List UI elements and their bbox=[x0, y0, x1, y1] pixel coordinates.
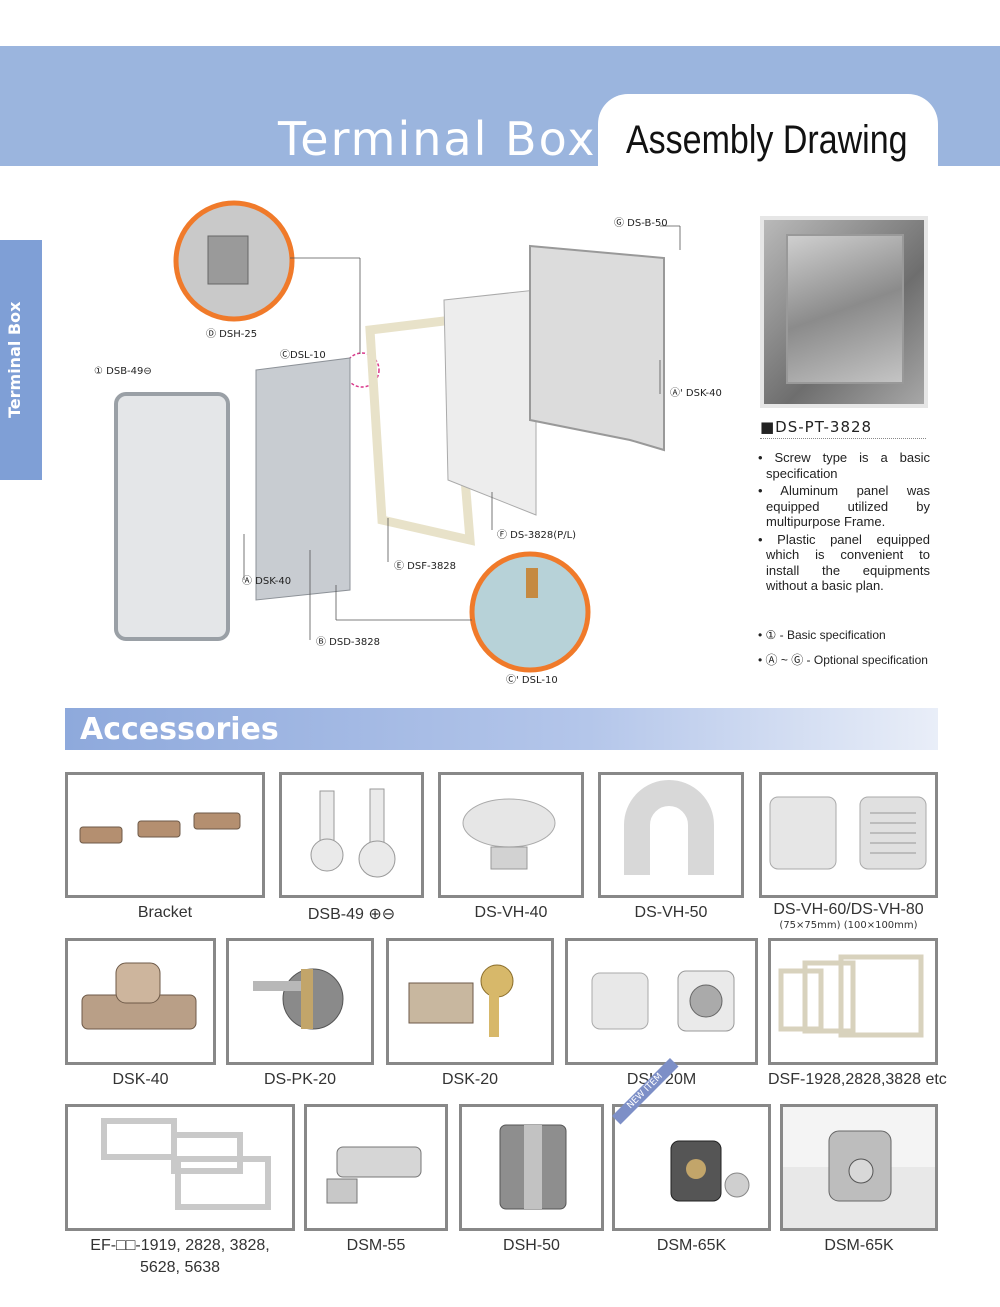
accessory-dsvh50-image bbox=[598, 772, 744, 898]
extension-frame-icon bbox=[101, 1118, 271, 1210]
vent-cap-icon bbox=[462, 798, 556, 870]
accessory-label: DSF-1928,2828,3828 etc bbox=[768, 1071, 947, 1088]
toggle-latch-icon bbox=[326, 1146, 422, 1204]
mounted-latch-icon bbox=[783, 1107, 935, 1202]
side-tab bbox=[0, 240, 42, 480]
perforated-panel bbox=[443, 289, 537, 516]
note-optional: • Ⓐ ~ Ⓖ - Optional specification bbox=[758, 653, 928, 667]
accessory-label: DSM-65K bbox=[824, 1237, 894, 1254]
accessory-dsk40-image bbox=[65, 938, 216, 1065]
spec-list: • Screw type is a basic specification • … bbox=[758, 450, 930, 596]
accessory-dsk20-image bbox=[386, 938, 554, 1065]
callout-dsd3828: Ⓑ DSD-3828 bbox=[316, 637, 380, 648]
accessory-dsm65k-image bbox=[780, 1104, 938, 1231]
spec-item: • Aluminum panel was equipped utilized b… bbox=[758, 483, 930, 529]
louver-vent-icon bbox=[769, 796, 927, 870]
accessory-dsm55-image bbox=[304, 1104, 448, 1231]
note-basic: • ① - Basic specification bbox=[758, 628, 886, 642]
accessory-dsf-image bbox=[768, 938, 938, 1065]
hinge-marker bbox=[344, 352, 380, 388]
accessory-label: Bracket bbox=[137, 904, 193, 921]
accessory-dspk20-image bbox=[226, 938, 374, 1065]
spec-item: • Plastic panel equipped which is conven… bbox=[758, 531, 930, 594]
accessories-title: Accessories bbox=[80, 712, 279, 747]
base-box bbox=[529, 244, 665, 452]
callout-ds3828: Ⓕ DS-3828(P/L) bbox=[497, 530, 577, 541]
keyed-latch-icon bbox=[670, 1140, 750, 1202]
accessories-band bbox=[65, 708, 938, 750]
product-photo-window bbox=[786, 234, 904, 384]
hinge-icon bbox=[499, 1124, 567, 1210]
accessory-label: DS-VH-40 bbox=[474, 904, 548, 921]
accessory-sublabel: (75×75mm) (100×100mm) bbox=[779, 920, 918, 931]
screw-icon bbox=[310, 788, 396, 878]
accessory-label: DSM-65K bbox=[656, 1237, 727, 1254]
bracket-icon bbox=[79, 812, 241, 844]
mounting-plate bbox=[255, 357, 351, 601]
hinge-detail bbox=[207, 235, 249, 285]
accessory-label: EF-□□-1919, 2828, 3828, bbox=[90, 1237, 270, 1254]
callout-dsk40-prime: Ⓐ' DSK-40 bbox=[670, 388, 722, 399]
accessory-dsm65k-new-image bbox=[612, 1104, 771, 1231]
accessory-label-line2: 5628, 5638 bbox=[139, 1259, 221, 1276]
accessory-label: DS-PK-20 bbox=[263, 1071, 337, 1088]
accessory-label: DS-VH-60/DS-VH-80 bbox=[773, 901, 924, 918]
screw-detail-circle bbox=[469, 551, 591, 673]
frame bbox=[365, 314, 475, 546]
elbow-vent-icon bbox=[624, 780, 714, 875]
accessory-label: DSB-49 ⊕⊖ bbox=[307, 906, 396, 923]
accessory-dsh50-image bbox=[459, 1104, 604, 1231]
product-photo bbox=[760, 216, 928, 408]
spec-item: • Screw type is a basic specification bbox=[758, 450, 930, 481]
latch-plate-icon bbox=[81, 962, 197, 1030]
callout-dsf3828: Ⓔ DSF-3828 bbox=[394, 561, 457, 572]
callout-dsl10: ⒸDSL-10 bbox=[280, 350, 326, 361]
accessory-bracket-image bbox=[65, 772, 265, 898]
page-title: Terminal Box bbox=[278, 112, 597, 166]
assembly-diagram bbox=[114, 200, 681, 673]
callout-dsl10-prime: Ⓒ' DSL-10 bbox=[506, 675, 558, 686]
frame-set-icon bbox=[778, 954, 924, 1038]
accessory-dsk20m-image bbox=[565, 938, 758, 1065]
callout-dsh25: Ⓓ DSH-25 bbox=[206, 329, 258, 340]
callout-dsb49: ① DSB-49⊖ bbox=[94, 366, 152, 377]
callout-dsb50: Ⓖ DS-B-50 bbox=[614, 218, 668, 229]
page-subtitle: Assembly Drawing bbox=[626, 118, 908, 162]
clear-cover bbox=[114, 392, 230, 641]
accessory-dsb49-image bbox=[279, 772, 424, 898]
screw-detail bbox=[526, 568, 538, 598]
accessory-ef-image bbox=[65, 1104, 295, 1231]
model-name: ■DS-PT-3828 bbox=[760, 418, 873, 436]
accessory-label: DSH-50 bbox=[503, 1237, 560, 1254]
accessory-label: DSM-55 bbox=[346, 1237, 406, 1254]
accessory-dsvh40-image bbox=[438, 772, 584, 898]
accessory-label: DS-VH-50 bbox=[634, 904, 708, 921]
header-tab bbox=[598, 94, 938, 170]
key-lock-icon bbox=[408, 964, 514, 1037]
accessory-dsvh60-image bbox=[759, 772, 938, 898]
cover-lock-icon bbox=[591, 970, 735, 1032]
divider bbox=[760, 438, 926, 439]
lock-cylinder-icon bbox=[253, 968, 344, 1030]
callout-dsk40: Ⓐ DSK-40 bbox=[242, 576, 292, 587]
accessory-label: DSK-40 bbox=[112, 1071, 169, 1088]
accessory-label: DSK-20 bbox=[441, 1071, 499, 1088]
